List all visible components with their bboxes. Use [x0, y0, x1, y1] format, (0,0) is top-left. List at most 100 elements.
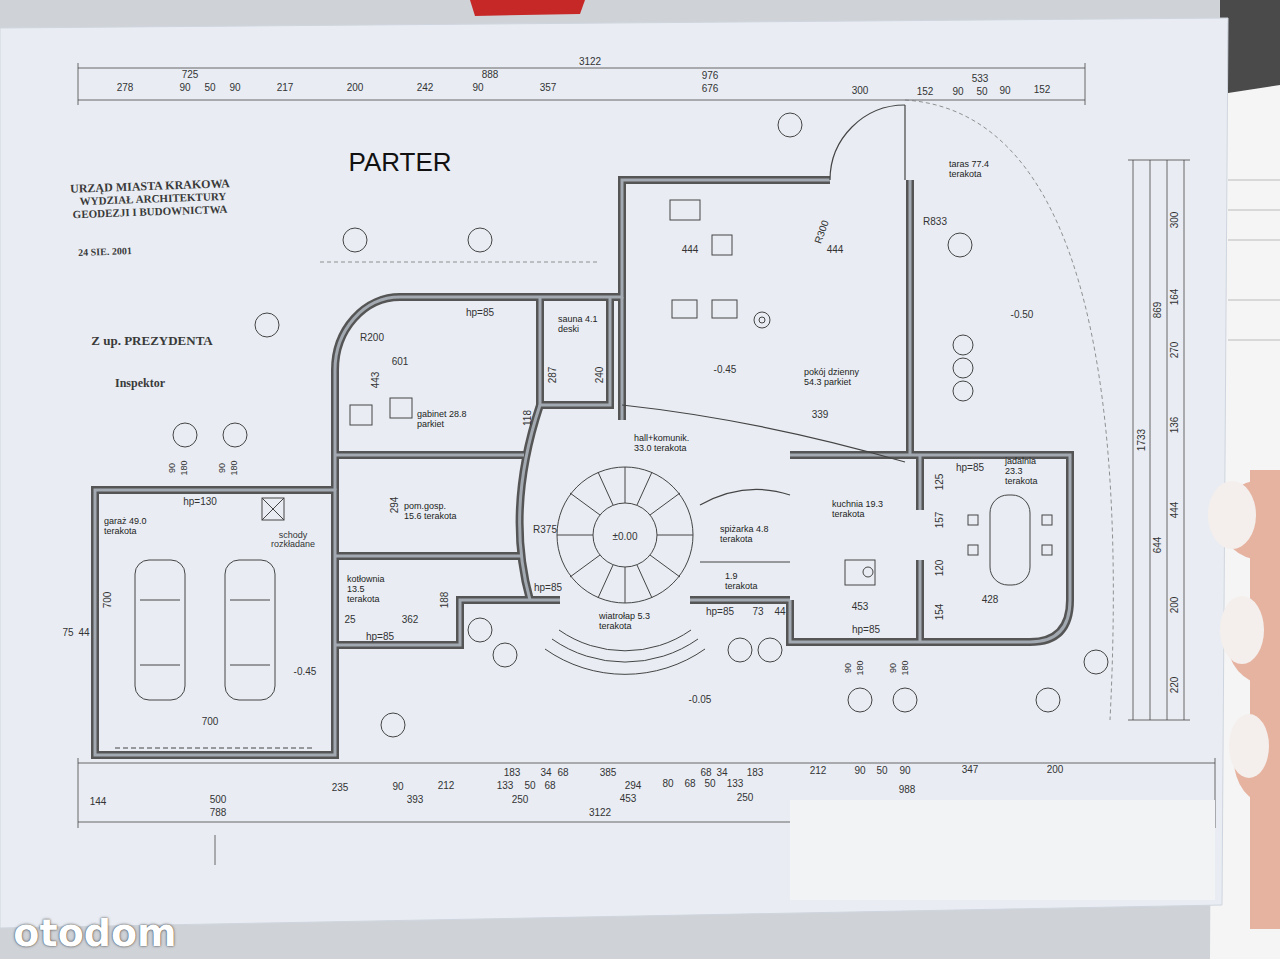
- furniture-part: [262, 498, 284, 520]
- walls-part-part: [690, 599, 790, 602]
- walls-part: [95, 180, 1070, 755]
- furniture-part: [1042, 545, 1052, 555]
- furniture-part: [350, 405, 372, 425]
- dimension-label: hp=85: [956, 463, 984, 473]
- dimension-label: hp=85: [466, 308, 494, 318]
- dimension-label: 152: [917, 87, 934, 97]
- room-area: pom.gosp. 15.6 terakota: [404, 502, 460, 522]
- dimension-label: 90: [999, 86, 1010, 96]
- grid-bubbles-part: [778, 113, 802, 137]
- walls-part-part: [335, 451, 524, 459]
- room-label: kuchnia 19.3 terakota: [832, 500, 888, 520]
- walls-part-part: [95, 490, 335, 755]
- dimension-label: 180: [901, 660, 910, 675]
- walls-part-part: [919, 455, 922, 642]
- dimension-label: 270: [1170, 342, 1180, 359]
- dimension-label: hp=130: [183, 497, 217, 507]
- stamp-text: 24 SIE. 2001: [78, 246, 132, 258]
- dimension-label: 217: [277, 83, 294, 93]
- dimension-label: 453: [620, 794, 637, 804]
- dimension-label: 125: [935, 474, 945, 491]
- dimension-label: 444: [1170, 502, 1180, 519]
- dimension-label: 180: [230, 460, 239, 475]
- room-area: taras 77.4 terakota: [949, 160, 1001, 180]
- stair-note: schody rozkładane: [262, 531, 324, 549]
- room-label: gabinet 28.8 parkiet: [417, 410, 473, 430]
- redaction-patch-part: [790, 800, 1215, 900]
- grid-bubbles-part: [728, 638, 752, 662]
- dimension-label: 676: [702, 84, 719, 94]
- room-area: hall+komunik. 33.0 terakota: [634, 434, 696, 454]
- dimension-label: R375: [533, 525, 557, 535]
- dimension-label: 200: [1170, 597, 1180, 614]
- dimension-label: 393: [407, 795, 424, 805]
- dimension-lines-part: [1128, 160, 1190, 161]
- dimension-label: 180: [180, 460, 189, 475]
- dimension-label: 90: [899, 766, 910, 776]
- furniture-part: [672, 300, 697, 318]
- walls-part-part: [790, 455, 1070, 642]
- dimension-label: 183: [504, 768, 521, 778]
- dimension-label: 644: [1153, 537, 1163, 554]
- furniture-part: [390, 398, 412, 418]
- dimension-label: ±0.00: [613, 532, 638, 542]
- dimension-label: -0.50: [1011, 310, 1034, 320]
- grid-bubbles-part: [758, 638, 782, 662]
- dimension-label: 300: [1170, 212, 1180, 229]
- dimension-label: R833: [923, 217, 947, 227]
- dimension-label: 136: [1170, 417, 1180, 434]
- dimension-label: 50: [876, 766, 887, 776]
- walls-part-part: [335, 297, 610, 490]
- stamp-text: Z up. PREZYDENTA: [91, 334, 212, 347]
- dimension-lines-part: [1167, 160, 1168, 720]
- dimension-label: 250: [512, 795, 529, 805]
- dimension-label: R200: [360, 333, 384, 343]
- dimension-label: 287: [548, 367, 558, 384]
- dimension-label: 240: [595, 367, 605, 384]
- dimension-label: 68: [700, 768, 711, 778]
- dimension-label: 347: [962, 765, 979, 775]
- dimension-label: 278: [117, 83, 134, 93]
- background-part: [1228, 240, 1280, 241]
- dimension-label: 50: [976, 87, 987, 97]
- grid-bubbles-part: [948, 233, 972, 257]
- staircase-part: [593, 503, 657, 567]
- staircase: [545, 467, 705, 674]
- room-area: kotłownia 13.5 terakota: [347, 575, 397, 605]
- grid-bubbles-part: [493, 643, 517, 667]
- dimension-label: 188: [440, 592, 450, 609]
- walls-part: [95, 180, 1070, 755]
- walls-part-part: [790, 455, 1070, 642]
- thin-partitions-part: [830, 105, 905, 180]
- dimension-label: hp=85: [534, 583, 562, 593]
- walls-part-part: [618, 297, 626, 420]
- grid-bubbles-part: [848, 688, 872, 712]
- room-area: kuchnia 19.3 terakota: [832, 500, 888, 520]
- furniture-part: [863, 567, 873, 577]
- furniture-part: [754, 312, 770, 328]
- roof-outline: [320, 100, 1113, 720]
- walls-part-part: [335, 552, 522, 560]
- room-label: pom.gosp. 15.6 terakota: [404, 502, 460, 522]
- walls-part-part: [916, 455, 924, 642]
- dimension-lines-part: [1184, 160, 1185, 720]
- room-area: sauna 4.1 deski: [558, 315, 598, 335]
- dimension-label: 50: [204, 83, 215, 93]
- dimension-label: 869: [1153, 302, 1163, 319]
- dimension-label: 533: [972, 74, 989, 84]
- furniture-part: [670, 200, 700, 220]
- dimension-label: 75: [62, 628, 73, 638]
- room-area: spiżarka 4.8 terakota: [720, 525, 770, 545]
- dimension-label: 300: [852, 86, 869, 96]
- dimension-label: 444: [682, 245, 699, 255]
- dimension-label: 90: [952, 87, 963, 97]
- dimension-label: 120: [935, 560, 945, 577]
- grid-bubbles-part: [255, 313, 279, 337]
- dimension-label: 443: [371, 372, 381, 389]
- background-part: [1228, 340, 1280, 341]
- dimension-label: 385: [600, 768, 617, 778]
- dimension-label: 725: [182, 70, 199, 80]
